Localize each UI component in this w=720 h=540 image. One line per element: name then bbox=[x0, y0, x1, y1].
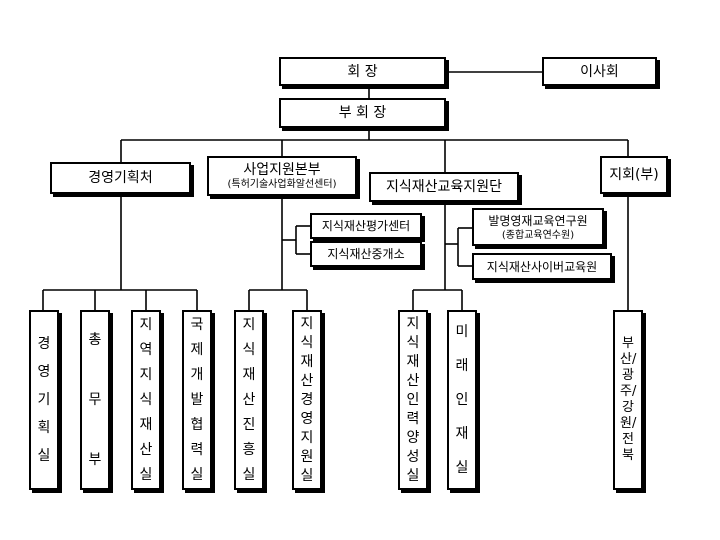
office-international-development: 국제개발협력실 bbox=[182, 310, 212, 490]
cyber-education-label: 지식재산사이버교육원 bbox=[486, 259, 598, 274]
vice-chairman-label: 부 회 장 bbox=[338, 105, 387, 121]
office-regional-ip: 지역지식재산실 bbox=[131, 310, 161, 490]
office-ip-promotion: 지식재산진흥실 bbox=[234, 310, 264, 490]
brokerage-label: 지식재산중개소 bbox=[327, 247, 405, 261]
branch-label: 지회(부) bbox=[609, 167, 659, 183]
cyber-education-box: 지식재산사이버교육원 bbox=[472, 253, 612, 280]
business-support-subtitle: (특허기술사업화알선센터) bbox=[227, 179, 337, 190]
office-ip-management-support-label: 지식재산경영지원실 bbox=[300, 315, 314, 484]
office-general-affairs: 총무부 bbox=[80, 310, 110, 490]
vice-chairman-box: 부 회 장 bbox=[279, 98, 446, 128]
business-support-title: 사업지원본부 bbox=[243, 162, 321, 178]
planning-office-label: 경영기획처 bbox=[88, 170, 153, 186]
evaluation-center-box: 지식재산평가센터 bbox=[310, 213, 422, 239]
office-ip-management-support: 지식재산경영지원실 bbox=[292, 310, 322, 490]
office-future-talent: 미래인재실 bbox=[447, 310, 477, 490]
evaluation-center-label: 지식재산평가센터 bbox=[321, 219, 411, 233]
brokerage-box: 지식재산중개소 bbox=[310, 241, 422, 267]
office-management-planning: 경영기획실 bbox=[29, 310, 59, 490]
education-support-box: 지식재산교육지원단 bbox=[369, 172, 519, 202]
office-general-affairs-label: 총무부 bbox=[88, 332, 102, 468]
office-ip-talent-training-label: 지식재산인력양성실 bbox=[406, 315, 420, 484]
chairman-box: 회 장 bbox=[279, 57, 446, 86]
office-future-talent-label: 미래인재실 bbox=[455, 324, 469, 476]
gifted-education-title: 발명영재교육연구원 bbox=[488, 214, 588, 228]
office-management-planning-label: 경영기획실 bbox=[37, 336, 51, 464]
education-support-label: 지식재산교육지원단 bbox=[386, 179, 502, 195]
business-support-box: 사업지원본부 (특허기술사업화알선센터) bbox=[207, 156, 357, 196]
office-ip-talent-training: 지식재산인력양성실 bbox=[398, 310, 428, 490]
branch-box: 지회(부) bbox=[600, 156, 668, 194]
office-regional-ip-label: 지역지식재산실 bbox=[139, 316, 153, 483]
gifted-education-subtitle: (종합교육연수원) bbox=[501, 230, 575, 241]
board-label: 이사회 bbox=[580, 63, 619, 80]
planning-office-box: 경영기획처 bbox=[50, 162, 191, 194]
board-box: 이사회 bbox=[542, 57, 657, 86]
office-international-development-label: 국제개발협력실 bbox=[190, 316, 204, 483]
office-ip-promotion-label: 지식재산진흥실 bbox=[242, 316, 256, 483]
office-regional-branches-label: 부산/광주/강원/전북 bbox=[620, 336, 637, 463]
chairman-label: 회 장 bbox=[347, 63, 378, 80]
gifted-education-box: 발명영재교육연구원 (종합교육연수원) bbox=[472, 208, 604, 246]
office-regional-branches: 부산/광주/강원/전북 bbox=[613, 310, 643, 490]
